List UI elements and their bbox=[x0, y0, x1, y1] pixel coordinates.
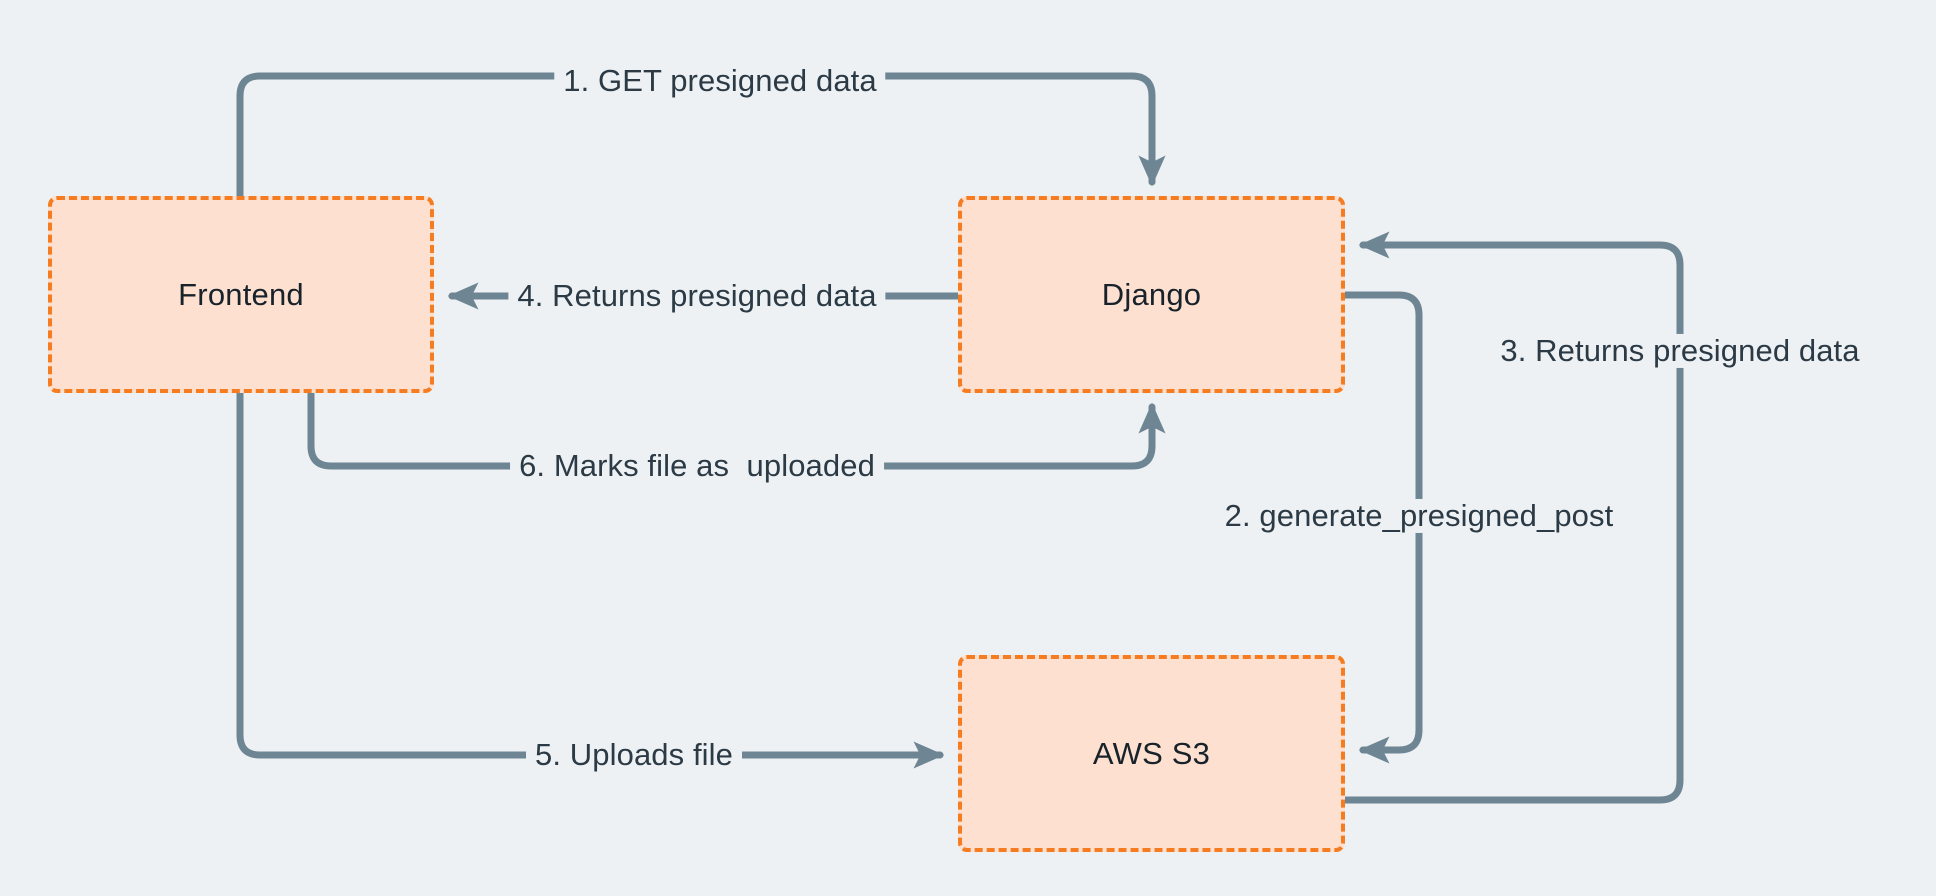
edge-label-6: 6. Marks file as uploaded bbox=[510, 448, 884, 484]
edge-label-3: 3. Returns presigned data bbox=[1491, 333, 1869, 369]
node-aws-s3[interactable]: AWS S3 bbox=[958, 655, 1345, 852]
edge-5-path bbox=[236, 389, 945, 769]
node-frontend-label: Frontend bbox=[178, 276, 304, 312]
edge-3-path bbox=[1341, 231, 1684, 804]
edge-label-4: 4. Returns presigned data bbox=[508, 278, 886, 314]
edge-label-1: 1. GET presigned data bbox=[554, 63, 886, 99]
edge-label-5: 5. Uploads file bbox=[526, 737, 742, 773]
edge-label-2: 2. generate_presigned_post bbox=[1215, 498, 1623, 534]
node-frontend[interactable]: Frontend bbox=[48, 196, 434, 393]
node-django-label: Django bbox=[1101, 276, 1202, 312]
node-aws-s3-label: AWS S3 bbox=[1092, 735, 1211, 771]
node-django[interactable]: Django bbox=[958, 196, 1345, 393]
